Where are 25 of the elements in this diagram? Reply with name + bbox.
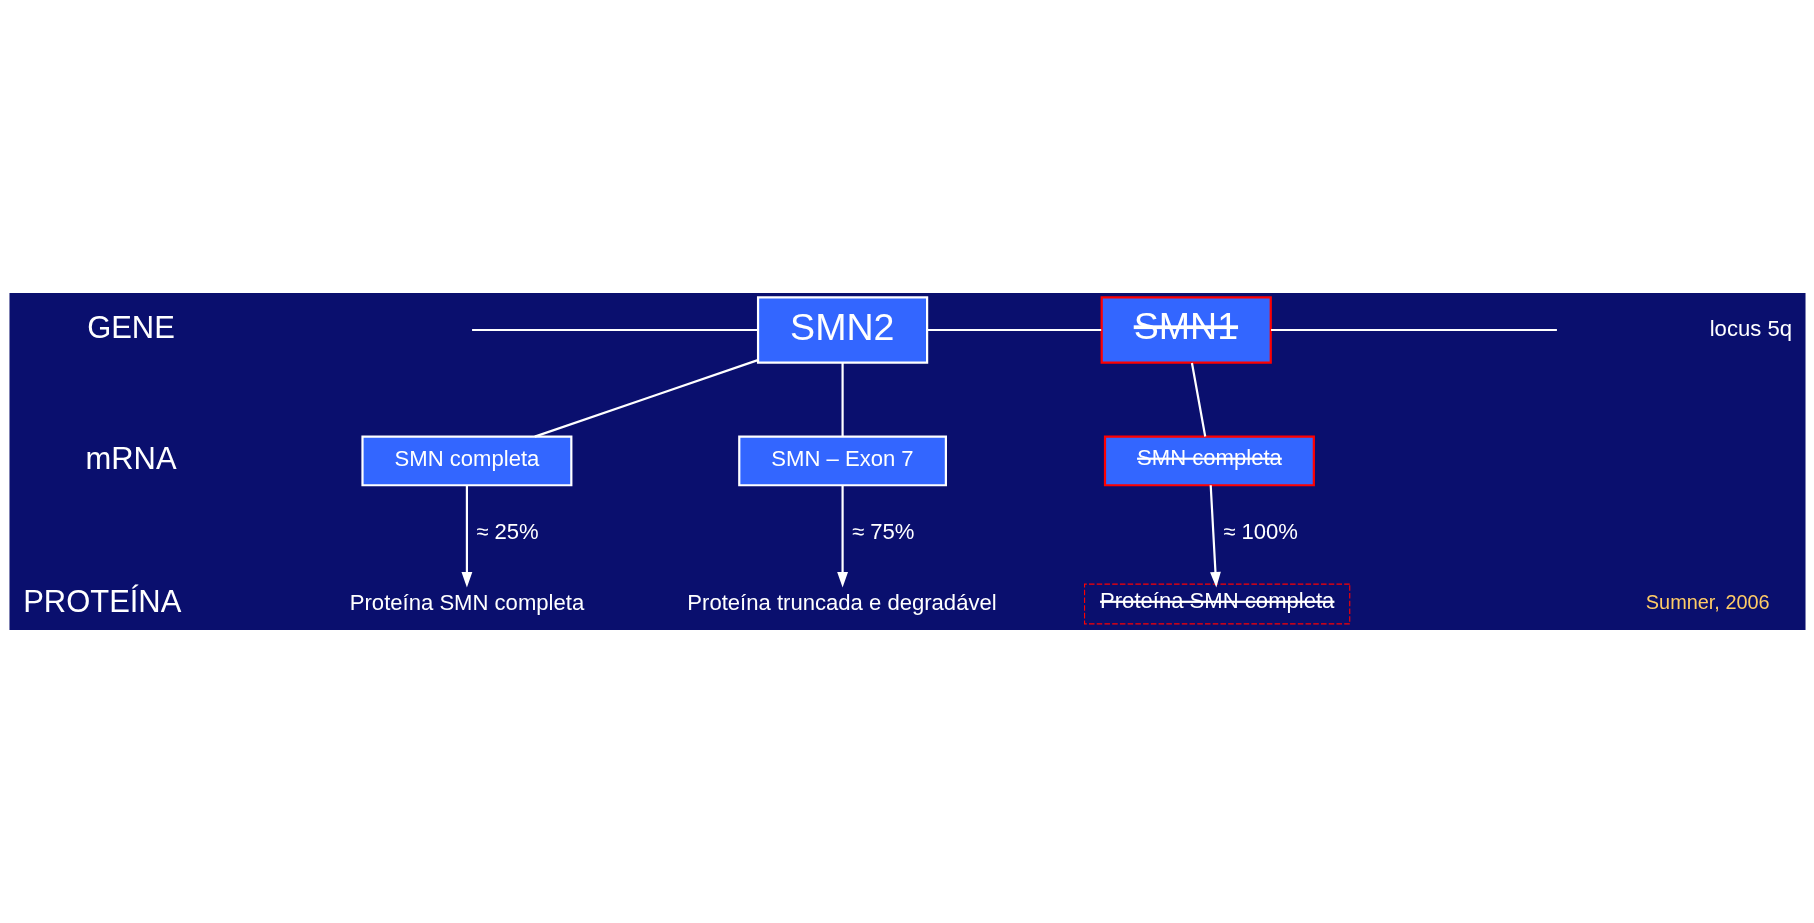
node-text: Proteína SMN completa: [349, 589, 584, 615]
node-box: Proteína SMN completa: [1083, 583, 1350, 625]
arrow: [836, 485, 848, 588]
arrow: [461, 485, 472, 588]
label: Sumner, 2006: [1645, 590, 1770, 613]
connector: [471, 328, 758, 332]
node-box: SMN2: [756, 296, 928, 364]
label: GENE: [86, 309, 175, 345]
connector: [533, 359, 758, 438]
node-box: SMN1: [1100, 296, 1272, 364]
connector: [926, 328, 1101, 332]
edge-label: ≈ 100%: [1222, 519, 1298, 545]
node-text: Proteína truncada e degradável: [686, 589, 997, 615]
connector: [841, 362, 844, 437]
node-box: SMN – Exon 7: [737, 435, 947, 487]
label: mRNA: [85, 440, 177, 476]
connector: [1270, 328, 1557, 332]
connector: [1190, 362, 1206, 437]
node-box: SMN completa: [1103, 435, 1315, 487]
edge-label: ≈ 25%: [475, 519, 539, 545]
arrow: [1209, 485, 1221, 588]
label: locus 5q: [1709, 315, 1792, 341]
node-box: SMN completa: [360, 435, 572, 487]
edge-label: ≈ 75%: [851, 519, 914, 545]
label: PROTEÍNA: [22, 583, 181, 619]
